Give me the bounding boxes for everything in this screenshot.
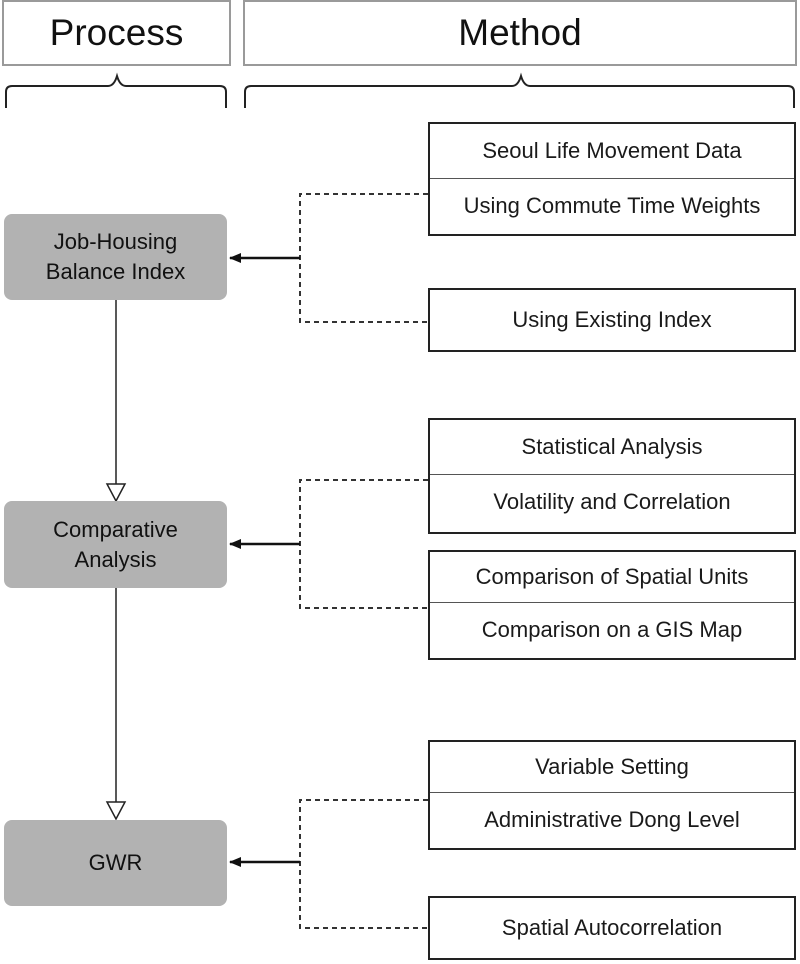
method-box-statistical-analysis: Statistical Analysis Volatility and Corr… [428, 418, 796, 534]
method-line: Volatility and Correlation [430, 474, 794, 529]
method-box-spatial-autocorrelation: Spatial Autocorrelation [428, 896, 796, 960]
method-line: Using Existing Index [512, 307, 712, 332]
process-comparative-analysis: Comparative Analysis [4, 501, 227, 588]
process-job-housing-balance-index: Job-Housing Balance Index [4, 214, 227, 300]
flow-arrowhead-2 [105, 801, 127, 821]
method-line: Using Commute Time Weights [430, 178, 794, 233]
method-brace [244, 72, 795, 108]
method-box-existing-index: Using Existing Index [428, 288, 796, 352]
method-box-spatial-comparison: Comparison of Spatial Units Comparison o… [428, 550, 796, 660]
method-line: Comparison of Spatial Units [475, 564, 749, 589]
method-box-life-movement: Seoul Life Movement Data Using Commute T… [428, 122, 796, 236]
method-line: Administrative Dong Level [430, 792, 794, 847]
process-label-line: Job-Housing [53, 229, 178, 254]
process-label-line: Analysis [74, 546, 157, 572]
method-box-variable-setting: Variable Setting Administrative Dong Lev… [428, 740, 796, 850]
dashed-bracket-3 [299, 799, 428, 929]
method-line: Variable Setting [535, 754, 689, 779]
process-label-line: Balance Index [45, 259, 186, 284]
method-line: Seoul Life Movement Data [482, 138, 742, 163]
method-line: Spatial Autocorrelation [501, 915, 723, 940]
flow-arrowhead-1 [105, 483, 127, 503]
method-line: Statistical Analysis [521, 434, 703, 459]
process-label-line: Comparative [53, 516, 178, 542]
process-header: Process [2, 0, 231, 66]
method-line: Comparison on a GIS Map [430, 602, 794, 657]
process-gwr: GWR [4, 820, 227, 906]
method-header: Method [243, 0, 797, 66]
process-brace [5, 72, 227, 108]
dashed-bracket-2 [299, 479, 428, 609]
process-label-line: GWR [88, 850, 143, 875]
dashed-bracket-1 [299, 193, 428, 323]
